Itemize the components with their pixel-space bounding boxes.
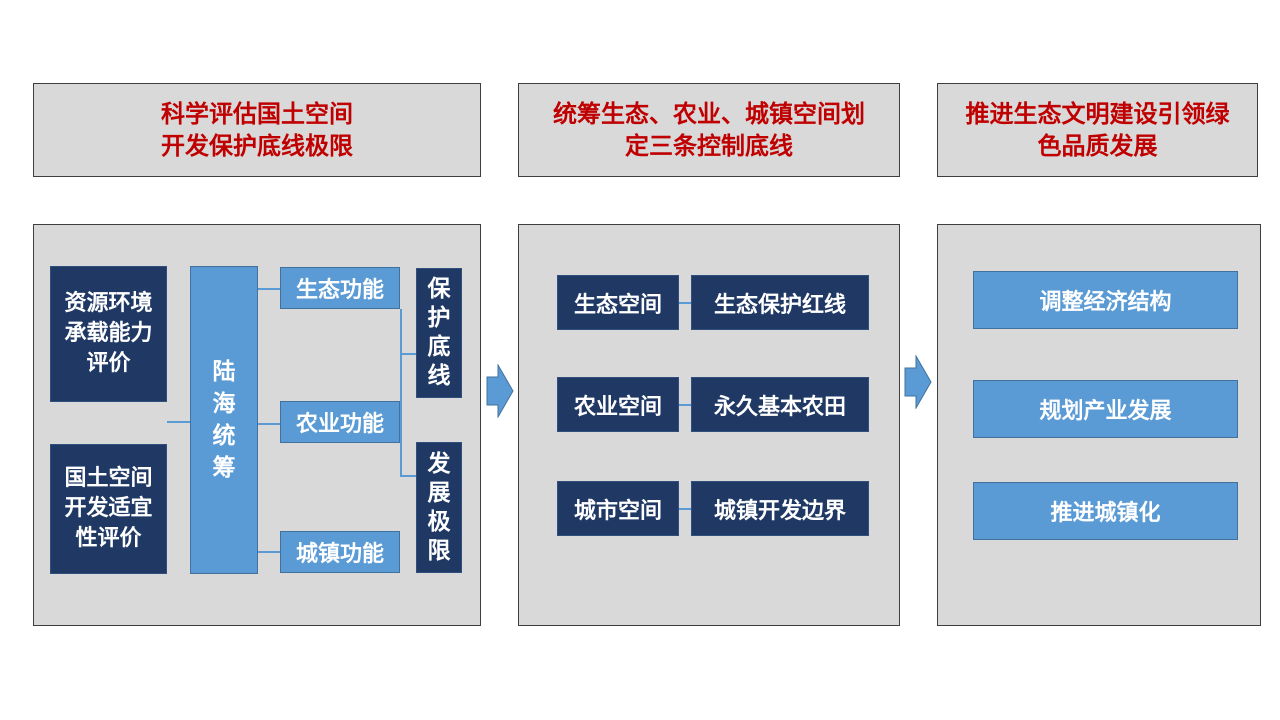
connector-line xyxy=(258,551,280,553)
header-coordinate: 统筹生态、农业、城镇空间划 定三条控制底线 xyxy=(518,83,900,177)
box-char: 发 xyxy=(427,450,451,477)
header-promote: 推进生态文明建设引领绿 色品质发展 xyxy=(937,83,1258,177)
box-char: 极 xyxy=(427,508,451,535)
development-limit-box: 发 展 极 限 xyxy=(416,442,462,573)
header-line: 定三条控制底线 xyxy=(625,132,793,160)
ecological-function-box: 生态功能 xyxy=(280,267,400,309)
box-char: 限 xyxy=(427,537,451,564)
ecological-space-box: 生态空间 xyxy=(557,275,679,330)
right-arrow-icon xyxy=(486,364,514,418)
connector-line xyxy=(679,508,691,510)
box-line: 开发适宜 xyxy=(64,496,153,521)
box-char: 统 xyxy=(212,423,236,449)
box-line: 承载能力 xyxy=(64,321,153,346)
land-sea-coordination-box: 陆 海 统 筹 xyxy=(190,266,258,574)
adjust-economic-structure-box: 调整经济结构 xyxy=(973,271,1238,329)
panel-evaluation: 资源环境 承载能力 评价 国土空间 开发适宜 性评价 陆 海 统 筹 生态功能 … xyxy=(33,224,481,626)
connector-line xyxy=(258,288,280,290)
box-char: 展 xyxy=(427,479,451,506)
header-line: 科学评估国土空间 xyxy=(161,100,353,128)
header-line: 统筹生态、农业、城镇空间划 xyxy=(553,100,865,128)
plan-industry-development-box: 规划产业发展 xyxy=(973,380,1238,438)
connector-line xyxy=(400,309,402,475)
urban-boundary-box: 城镇开发边界 xyxy=(691,481,869,536)
box-line: 资源环境 xyxy=(64,291,153,316)
box-char: 海 xyxy=(212,391,236,417)
connector-line xyxy=(258,423,280,425)
right-arrow-icon xyxy=(904,355,932,409)
box-char: 护 xyxy=(427,305,451,331)
header-evaluate: 科学评估国土空间 开发保护底线极限 xyxy=(33,83,481,177)
ecological-red-line-box: 生态保护红线 xyxy=(691,275,869,330)
box-line: 性评价 xyxy=(75,526,142,551)
box-char: 保 xyxy=(427,276,451,302)
header-line: 开发保护底线极限 xyxy=(161,132,353,160)
urban-function-box: 城镇功能 xyxy=(280,531,400,573)
box-char: 陆 xyxy=(212,359,236,385)
box-char: 底 xyxy=(427,334,451,360)
land-suitability-evaluation-box: 国土空间 开发适宜 性评价 xyxy=(50,444,167,574)
header-line: 色品质发展 xyxy=(1037,132,1158,160)
panel-eco-civilization: 调整经济结构 规划产业发展 推进城镇化 xyxy=(937,224,1261,626)
connector-line xyxy=(679,404,691,406)
box-line: 评价 xyxy=(86,351,131,376)
protection-baseline-box: 保 护 底 线 xyxy=(416,268,462,398)
resource-capacity-evaluation-box: 资源环境 承载能力 评价 xyxy=(50,266,167,402)
urban-space-box: 城市空间 xyxy=(557,481,679,536)
connector-line xyxy=(679,302,691,304)
connector-line xyxy=(400,475,416,477)
connector-line xyxy=(400,353,416,355)
box-char: 筹 xyxy=(212,455,236,481)
header-line: 推进生态文明建设引领绿 xyxy=(965,100,1230,128)
panel-three-lines: 生态空间 生态保护红线 农业空间 永久基本农田 城市空间 城镇开发边界 xyxy=(518,224,900,626)
agricultural-function-box: 农业功能 xyxy=(280,401,400,443)
box-char: 线 xyxy=(427,363,451,389)
promote-urbanization-box: 推进城镇化 xyxy=(973,482,1238,540)
agricultural-space-box: 农业空间 xyxy=(557,377,679,432)
box-line: 国土空间 xyxy=(64,466,153,491)
permanent-farmland-box: 永久基本农田 xyxy=(691,377,869,432)
connector-line xyxy=(167,421,191,423)
